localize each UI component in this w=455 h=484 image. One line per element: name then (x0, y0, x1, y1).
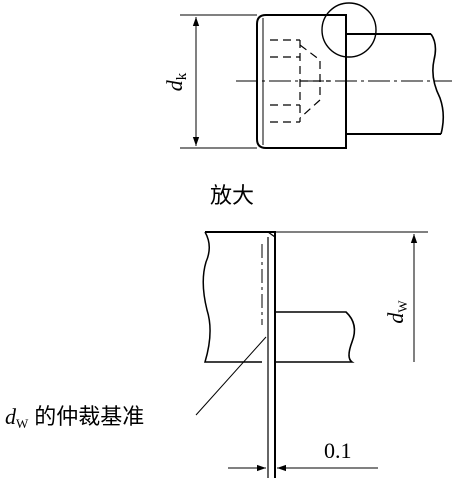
svg-text:dk: dk (162, 72, 190, 91)
datum-leader-line (195, 336, 267, 416)
dk-symbol: d (162, 79, 187, 91)
dk-subscript: k (174, 72, 190, 80)
datum-subscript: W (16, 416, 29, 431)
gap-value-label: 0.1 (324, 438, 352, 463)
dk-label: dk (162, 72, 190, 91)
enlarge-label: 放大 (210, 184, 254, 209)
dw-label: dW (383, 300, 410, 324)
dk-dimension (180, 14, 257, 149)
datum-text: 的仲裁基准 (34, 405, 144, 430)
datum-symbol: d (5, 404, 17, 429)
dw-subscript: W (395, 300, 410, 313)
enlarged-shank (275, 311, 356, 363)
svg-text:dW: dW (383, 300, 410, 324)
bolt-shank (346, 33, 445, 135)
enlarged-head-section (202, 231, 276, 478)
detail-circle (321, 2, 377, 58)
dw-dimension (275, 231, 428, 362)
dw-symbol: d (383, 312, 408, 324)
datum-label: dW 的仲裁基准 (5, 404, 144, 431)
